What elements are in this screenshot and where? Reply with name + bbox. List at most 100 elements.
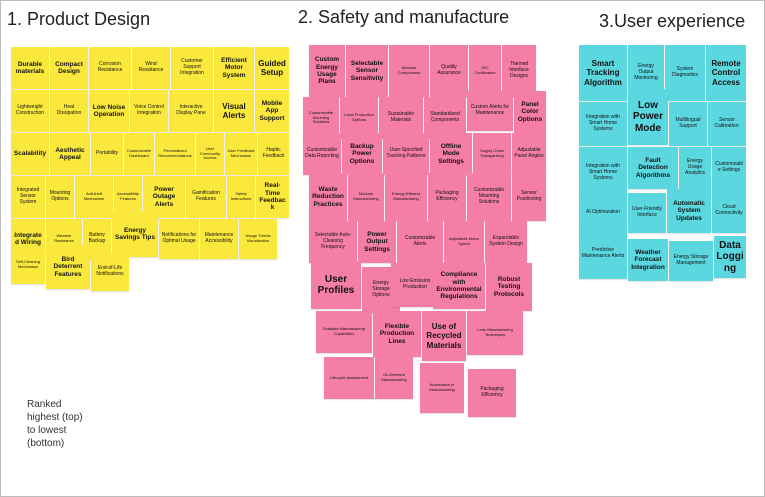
sticky-note-integration-with-smart-home-systems[interactable]: Integration with Smart Home Systems: [579, 102, 627, 146]
sticky-note-on-demand-manufacturing[interactable]: On-Demand Manufacturing: [375, 357, 413, 399]
sticky-note-power-output-settings[interactable]: Power Output Settings: [358, 221, 396, 263]
sticky-note-energy-efficient-manufacturing[interactable]: Energy-Efficient Manufacturing: [385, 173, 427, 221]
sticky-note-compact-design[interactable]: Compact Design: [50, 47, 88, 89]
sticky-note-lean-manufacturing-techniques[interactable]: Lean Manufacturing Techniques: [467, 311, 523, 355]
sticky-note-portability[interactable]: Portability: [91, 133, 123, 175]
sticky-note-iso-certification[interactable]: ISO Certification: [469, 45, 501, 97]
sticky-note-low-power-mode[interactable]: Low Power Mode: [628, 89, 668, 145]
sticky-note-weather-forecast-integration[interactable]: Weather Forecast Integration: [628, 239, 668, 281]
sticky-note-packaging-efficiency[interactable]: Packaging Efficiency: [468, 369, 516, 417]
sticky-note-smart-tracking-algorithm[interactable]: Smart Tracking Algorithm: [579, 45, 627, 101]
sticky-note-adjustable-panel-angles[interactable]: Adjustable Panel Angles: [512, 133, 546, 175]
sticky-note-modular-manufacturing[interactable]: Modular Manufacturing: [348, 173, 384, 221]
sticky-note-remote-control-access[interactable]: Remote Control Access: [706, 45, 746, 101]
sticky-note-backup-power-options[interactable]: Backup Power Options: [342, 133, 382, 175]
sticky-note-integration-with-smart-home-systems[interactable]: Integration with Smart Home Systems: [579, 147, 627, 199]
sticky-note-end-of-life-notifications[interactable]: End-of-Life Notifications: [91, 253, 129, 291]
sticky-note-customizable-alerts[interactable]: Customizable Alerts: [397, 221, 443, 263]
sticky-note-predictive-maintenance-alerts[interactable]: Predictive Maintenance Alerts: [579, 229, 627, 279]
sticky-note-scalable-manufacturing-capabilities[interactable]: Scalable Manufacturing Capabilities: [316, 311, 372, 353]
sticky-note-corrosion-resistance[interactable]: Corrosion Resistance: [89, 47, 131, 89]
sticky-note-guided-setup[interactable]: Guided Setup: [255, 47, 289, 89]
sticky-note-anti-theft-mechanism[interactable]: Anti-theft Mechanism: [75, 176, 113, 218]
sticky-note-custom-energy-usage-plans[interactable]: Custom Energy Usage Plans: [309, 45, 345, 97]
sticky-note-safety-instructions[interactable]: Safety Instructions: [227, 176, 255, 218]
sticky-note-sensor-calibration[interactable]: Sensor Calibration:: [708, 102, 746, 146]
sticky-note-customer-support-integration[interactable]: Customer Support Integration: [171, 47, 213, 89]
sticky-note-system-diagnostics[interactable]: System Diagnostics: [665, 45, 705, 101]
sticky-note-flexible-production-lines[interactable]: Flexible Production Lines: [373, 311, 421, 357]
sticky-note-multilingual-support[interactable]: Multilingual Support: [669, 102, 707, 146]
sticky-note-compliance-with-environmental-regulations[interactable]: Compliance with Environmental Regulation…: [433, 263, 485, 309]
sticky-note-notifications-for-optimal-usage[interactable]: Notifications for Optimal Usage: [159, 219, 199, 259]
sticky-note-energy-storage-management[interactable]: Energy Storage Management: [669, 241, 713, 281]
sticky-note-sensor-positioning[interactable]: Sensor Positioning: [512, 173, 546, 221]
sticky-note-user-feedback-mechanism[interactable]: User Feedback Mechanism: [225, 133, 257, 175]
sticky-note-custom-alerts-for-maintenance[interactable]: Custom Alerts for Maintenance: [467, 91, 513, 131]
sticky-note-wind-resistance[interactable]: Wind Resistance: [132, 47, 170, 89]
sticky-note-selectable-sensor-sensitivity[interactable]: Selectable Sensor Sensitivity: [346, 45, 388, 97]
sticky-note-fault-detection-algorithms[interactable]: Fault Detection Algorithms: [628, 147, 678, 189]
sticky-note-waste-reduction-practices[interactable]: Waste Reduction Practices: [309, 173, 347, 221]
sticky-note-customizable-mounting-solutions[interactable]: Customizable Mounting Solutions: [467, 173, 511, 221]
sticky-note-user-specified-tracking-patterns[interactable]: User-Specified Tracking Patterns: [383, 133, 429, 175]
sticky-note-user-community-access[interactable]: User Community Access: [196, 133, 224, 175]
sticky-note-modular-components[interactable]: Modular Components: [389, 45, 429, 97]
sticky-note-scalability[interactable]: Scalability: [11, 133, 49, 175]
sticky-note-label: End-of-Life Notifications: [96, 265, 124, 277]
sticky-note-maintenance-accessibility[interactable]: Maintenance Accessibility: [200, 219, 238, 259]
sticky-note-self-cleaning-mechanism[interactable]: Self-Cleaning Mechanism: [11, 246, 45, 284]
sticky-note-customizable-settings[interactable]: Customizable Settings: [712, 147, 746, 189]
sticky-note-use-of-recycled-materials[interactable]: Use of Recycled Materials: [422, 311, 466, 361]
sticky-note-data-logging[interactable]: Data Logging: [714, 236, 746, 278]
sticky-note-usage-trends-visualization[interactable]: Usage Trends Visualization: [239, 219, 277, 259]
sticky-note-user-profiles[interactable]: User Profiles: [311, 261, 361, 309]
sticky-note-label: Automation in Manufacturing: [429, 382, 455, 392]
sticky-note-offline-mode-settings[interactable]: Offline Mode Settings: [430, 133, 472, 175]
sticky-note-user-friendly-interface[interactable]: User-Friendly Interface: [628, 193, 666, 233]
sticky-note-visual-alerts[interactable]: Visual Alerts: [214, 90, 254, 132]
sticky-note-bird-deterrent-features[interactable]: Bird Deterrent Features: [46, 245, 90, 289]
sticky-note-durable-materials[interactable]: Durable materials: [11, 47, 49, 89]
sticky-note-lightweight-construction[interactable]: Lightweight Construction: [11, 90, 49, 132]
sticky-note-label: Sensor Calibration:: [714, 117, 740, 129]
sticky-note-selectable-auto-cleaning-frequency[interactable]: Selectable Auto-Cleaning Frequency: [309, 221, 357, 263]
sticky-note-power-outage-alerts[interactable]: Power Outage Alerts: [143, 176, 185, 218]
sticky-note-customizable-data-reporting[interactable]: Customizable Data Reporting: [303, 133, 341, 175]
sticky-note-robust-testing-protocols[interactable]: Robust Testing Protocols: [486, 263, 532, 311]
sticky-note-integrated-sensor-system[interactable]: Integrated Sensor System: [11, 176, 45, 218]
sticky-note-aesthetic-appeal[interactable]: Aesthetic Appeal: [50, 133, 90, 175]
sticky-note-interactive-display-pane[interactable]: Interactive Display Pane: [169, 90, 213, 132]
sticky-note-sustainable-materials[interactable]: Sustainable Materials: [379, 97, 423, 139]
sticky-note-mobile-app-support[interactable]: Mobile App Support: [255, 90, 289, 132]
sticky-note-mounting-options[interactable]: Mounting Options: [46, 176, 74, 218]
sticky-note-panel-color-options[interactable]: Panel Color Options: [514, 91, 546, 133]
sticky-note-local-production-options[interactable]: Local Production Options: [340, 97, 378, 139]
sticky-note-automatic-system-updates[interactable]: Automatic System Updates: [667, 189, 711, 233]
sticky-note-supply-chain-transparency[interactable]: Supply Chain Transparency: [473, 133, 511, 175]
sticky-note-low-emission-production[interactable]: Low Emission Production: [391, 263, 439, 307]
sticky-note-themed-interface-designs[interactable]: Themed Interface Designs: [502, 45, 536, 97]
sticky-note-energy-usage-analytics[interactable]: Energy Usage Analytics: [679, 147, 711, 189]
sticky-note-cloud-connectivity[interactable]: Cloud Connectivity: [712, 189, 746, 233]
sticky-note-low-noise-operation[interactable]: Low Noise Operation: [89, 90, 129, 132]
sticky-note-real-time-feedback[interactable]: Real-Time Feedback: [256, 176, 289, 218]
sticky-note-quality-assurance[interactable]: Quality Assurance: [430, 45, 468, 97]
sticky-note-adjustable-motor-speed[interactable]: Adjustable Motor Speed: [444, 221, 484, 263]
sticky-note-standardized-components[interactable]: Standardized Components: [424, 97, 466, 139]
sticky-note-ai-optimization[interactable]: AI Optimization: [579, 193, 627, 233]
sticky-note-voice-control-integration[interactable]: Voice Control Integration: [130, 90, 168, 132]
sticky-note-packaging-efficiency[interactable]: Packaging Efficiency: [428, 173, 466, 221]
sticky-note-customizable-dashboard[interactable]: Customizable Dashboard: [124, 133, 154, 175]
sticky-note-haptic-feedback[interactable]: Haptic Feedback: [258, 133, 289, 175]
sticky-note-expandable-system-design[interactable]: Expandable System Design: [485, 221, 527, 263]
sticky-note-heat-dissipation[interactable]: Heat Dissipation: [50, 90, 88, 132]
sticky-note-gamification-features[interactable]: Gamification Features: [186, 176, 226, 218]
sticky-note-energy-savings-tips[interactable]: Energy Savings Tips: [112, 211, 158, 257]
sticky-note-personalized-recommendations[interactable]: Personalized Recommendations: [155, 133, 195, 175]
sticky-note-lifecycle-assessment[interactable]: Lifecycle Assessment: [324, 357, 374, 399]
sticky-note-efficient-motor-system[interactable]: Efficient Motor System: [214, 47, 254, 89]
sticky-note-customizable-mounting-solutions[interactable]: Customizable Mounting Solutions: [303, 97, 339, 139]
sticky-note-label: Packaging Efficiency: [435, 190, 459, 202]
sticky-note-automation-in-manufacturing[interactable]: Automation in Manufacturing: [420, 363, 464, 413]
